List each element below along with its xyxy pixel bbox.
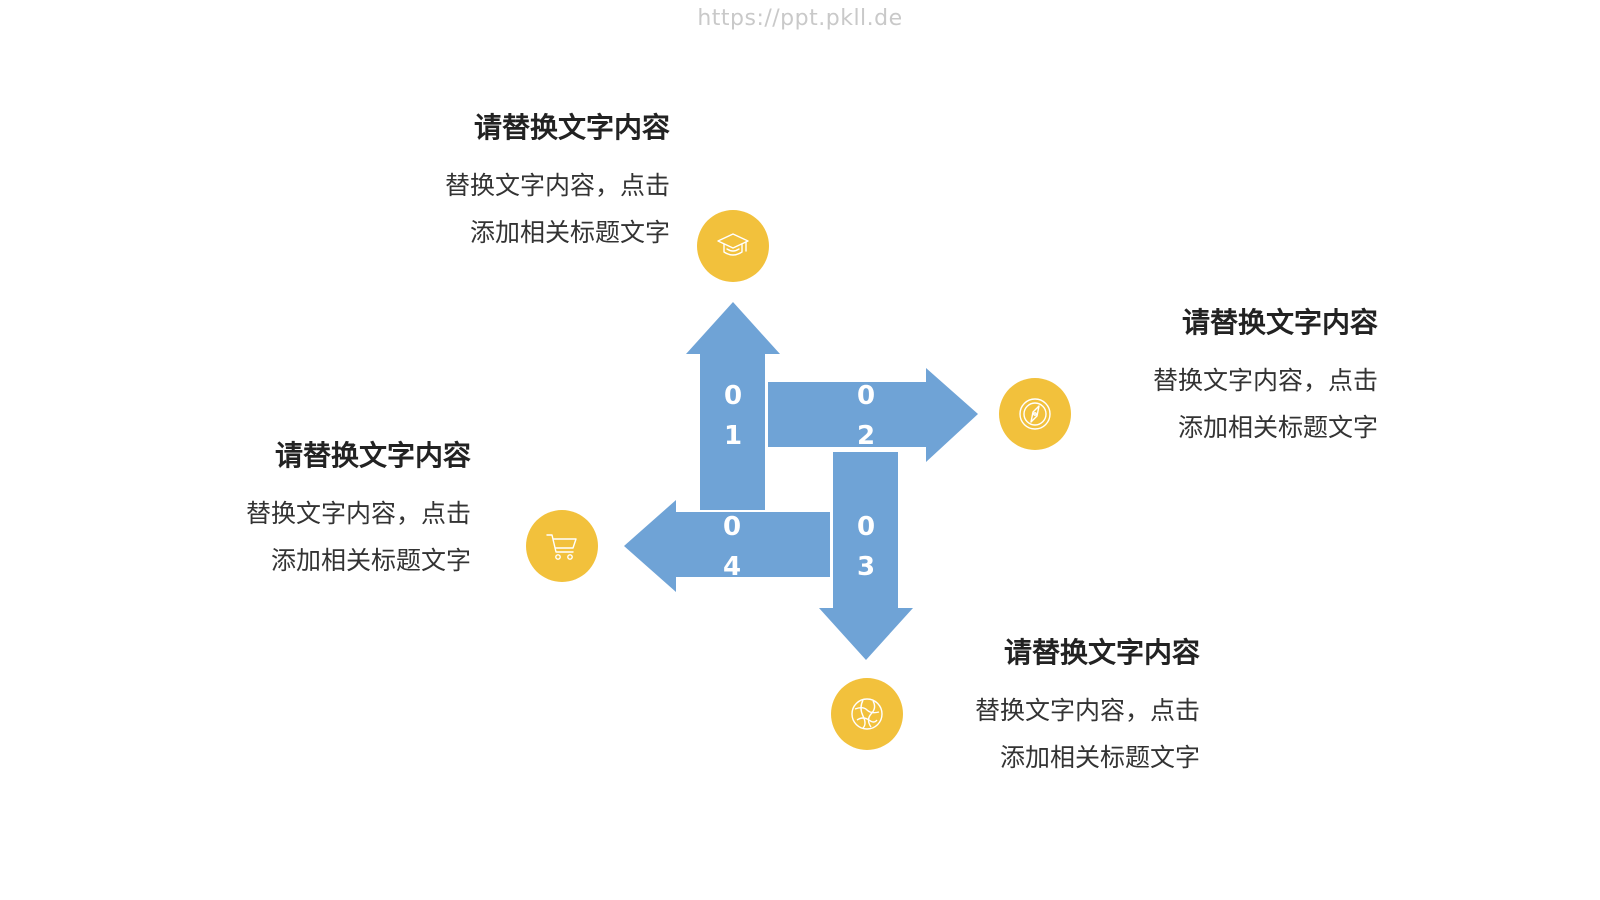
arrow-right-02	[768, 368, 978, 462]
badge-02	[999, 378, 1071, 450]
item-01-line-2: 添加相关标题文字	[469, 218, 670, 247]
arrow-01-digit-1: 0	[723, 381, 743, 411]
arrow-04-digit-2: 4	[722, 552, 742, 582]
item-03-title: 请替换文字内容	[1003, 636, 1200, 669]
item-03-line-1: 替换文字内容，点击	[974, 696, 1200, 725]
item-02-line-1: 替换文字内容，点击	[1152, 366, 1378, 395]
text-block-02: 请替换文字内容 替换文字内容，点击 添加相关标题文字	[1048, 303, 1378, 451]
item-04-line-1: 替换文字内容，点击	[245, 499, 471, 528]
arrow-up-01	[686, 302, 780, 510]
badge-01	[697, 210, 769, 282]
arrow-left-04	[624, 500, 830, 592]
arrow-down-03	[819, 452, 913, 660]
badge-03	[831, 678, 903, 750]
arrow-03-digit-2: 3	[856, 552, 876, 582]
arrow-02-digit-2: 2	[856, 421, 876, 451]
text-block-03: 请替换文字内容 替换文字内容，点击 添加相关标题文字	[870, 633, 1200, 781]
item-02-title: 请替换文字内容	[1181, 306, 1378, 339]
item-04-line-2: 添加相关标题文字	[270, 546, 471, 575]
item-01-line-1: 替换文字内容，点击	[444, 171, 670, 200]
arrow-03-digit-1: 0	[856, 512, 876, 542]
item-04-title: 请替换文字内容	[274, 439, 471, 472]
item-01-title: 请替换文字内容	[473, 111, 670, 144]
watermark-url: https://ppt.pkll.de	[697, 6, 903, 31]
arrow-04-digit-1: 0	[722, 512, 742, 542]
arrow-01-digit-2: 1	[723, 421, 743, 451]
graduation-cap-icon	[717, 233, 749, 256]
arrow-02-digit-1: 0	[856, 381, 876, 411]
text-block-01: 请替换文字内容 替换文字内容，点击 添加相关标题文字	[340, 108, 670, 256]
compass-icon	[1019, 398, 1051, 430]
text-block-04: 请替换文字内容 替换文字内容，点击 添加相关标题文字	[141, 436, 471, 584]
item-03-line-2: 添加相关标题文字	[999, 743, 1200, 772]
badge-04	[526, 510, 598, 582]
item-02-line-2: 添加相关标题文字	[1177, 413, 1378, 442]
globe-icon	[851, 698, 883, 730]
shopping-cart-icon	[546, 534, 577, 560]
